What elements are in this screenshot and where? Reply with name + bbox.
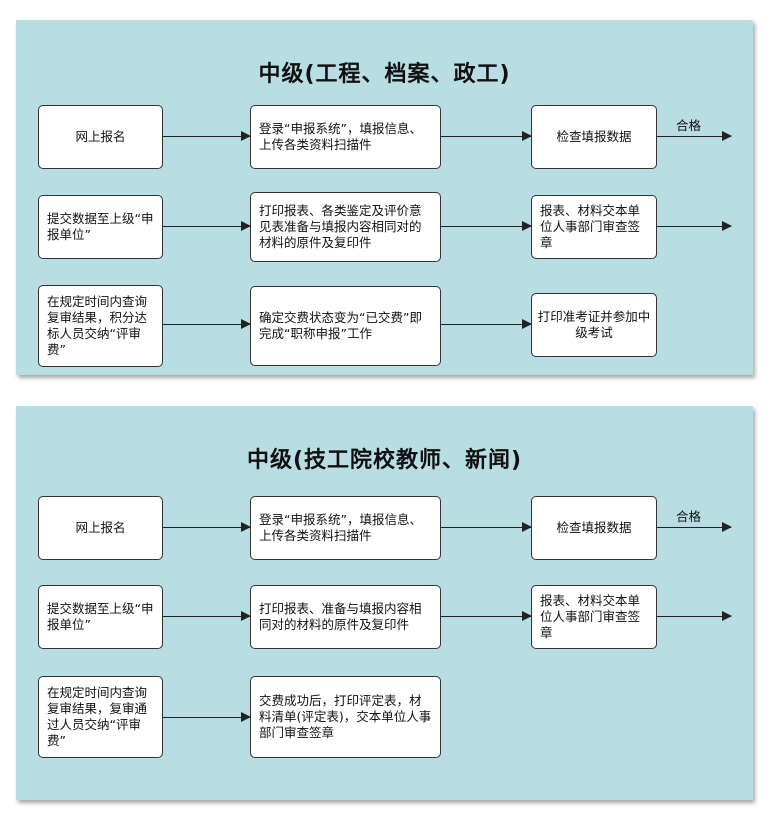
step-label: 检查填报数据 [556,520,632,535]
step-print-reports: 打印报表、准备与填报内容相同对的材料的原件及复印件 [250,585,441,649]
step-label: 登录“申报系统”，填报信息、上传各类资料扫描件 [259,121,422,152]
flow-arrow [163,319,251,329]
flow-panel-engineering: 中级(工程、档案、政工) 网上报名 登录“申报系统”，填报信息、上传各类资料扫描… [16,20,753,375]
panel-title: 中级(技工院校教师、新闻) [246,448,523,473]
step-check-review-result: 在规定时间内查询复审结果，积分达标人员交纳“评审费” [38,285,163,367]
step-confirm-payment: 确定交费状态变为“已交费”即完成“职称申报”工作 [250,286,441,366]
step-print-reports: 打印报表、各类鉴定及评价意见表准备与填报内容相同对的材料的原件及复印件 [250,192,441,262]
step-check-data: 检查填报数据 [531,105,657,169]
step-check-data: 检查填报数据 [531,496,657,560]
pass-label: 合格 [676,509,702,524]
step-label: 在规定时间内查询复审结果，复审通过人员交纳“评审费” [47,685,148,748]
pass-label: 合格 [676,118,702,133]
flow-arrow [441,221,532,231]
step-submit-data: 提交数据至上级“申报单位” [38,195,163,259]
step-label: 交费成功后，打印评定表，材料清单(评定表)，交本单位人事部门审查签章 [259,693,432,740]
flow-arrow [163,522,251,532]
step-label: 登录“申报系统”，填报信息、上传各类资料扫描件 [259,512,422,543]
step-print-admission: 打印准考证并参加中级考试 [531,293,657,357]
flow-arrow [441,131,532,141]
step-payment-success: 交费成功后，打印评定表，材料清单(评定表)，交本单位人事部门审查签章 [250,676,441,758]
step-online-registration: 网上报名 [38,496,163,560]
flow-arrow [163,712,251,722]
flow-arrow [163,131,251,141]
flow-arrow [657,221,732,231]
flow-arrow [441,611,532,621]
step-label: 提交数据至上级“申报单位” [47,211,154,242]
flow-arrow-pass [657,131,732,141]
panel-title: 中级(工程、档案、政工) [258,62,511,87]
step-hr-review: 报表、材料交本单位人事部门审查签章 [531,585,657,649]
step-label: 打印报表、各类鉴定及评价意见表准备与填报内容相同对的材料的原件及复印件 [259,203,422,250]
flow-arrow [163,611,251,621]
flow-arrow [657,611,732,621]
flow-arrow-pass [657,522,732,532]
flow-arrow [441,319,532,329]
step-submit-data: 提交数据至上级“申报单位” [38,585,163,649]
step-label: 确定交费状态变为“已交费”即完成“职称申报”工作 [259,310,422,341]
step-login-system: 登录“申报系统”，填报信息、上传各类资料扫描件 [250,496,441,560]
flow-arrow [441,522,532,532]
step-label: 报表、材料交本单位人事部门审查签章 [540,593,641,640]
step-login-system: 登录“申报系统”，填报信息、上传各类资料扫描件 [250,105,441,169]
step-label: 在规定时间内查询复审结果，积分达标人员交纳“评审费” [47,294,148,357]
step-label: 报表、材料交本单位人事部门审查签章 [540,203,641,250]
step-label: 打印报表、准备与填报内容相同对的材料的原件及复印件 [259,601,422,632]
step-label: 提交数据至上级“申报单位” [47,601,154,632]
flow-panel-teachers: 中级(技工院校教师、新闻) 网上报名 登录“申报系统”，填报信息、上传各类资料扫… [16,406,753,800]
flow-arrow [163,221,251,231]
step-label: 打印准考证并参加中级考试 [537,309,651,340]
step-label: 网上报名 [75,520,126,535]
step-hr-review: 报表、材料交本单位人事部门审查签章 [531,195,657,259]
step-label: 网上报名 [75,129,126,144]
step-check-review-result: 在规定时间内查询复审结果，复审通过人员交纳“评审费” [38,676,163,758]
step-online-registration: 网上报名 [38,105,163,169]
step-label: 检查填报数据 [556,129,632,144]
